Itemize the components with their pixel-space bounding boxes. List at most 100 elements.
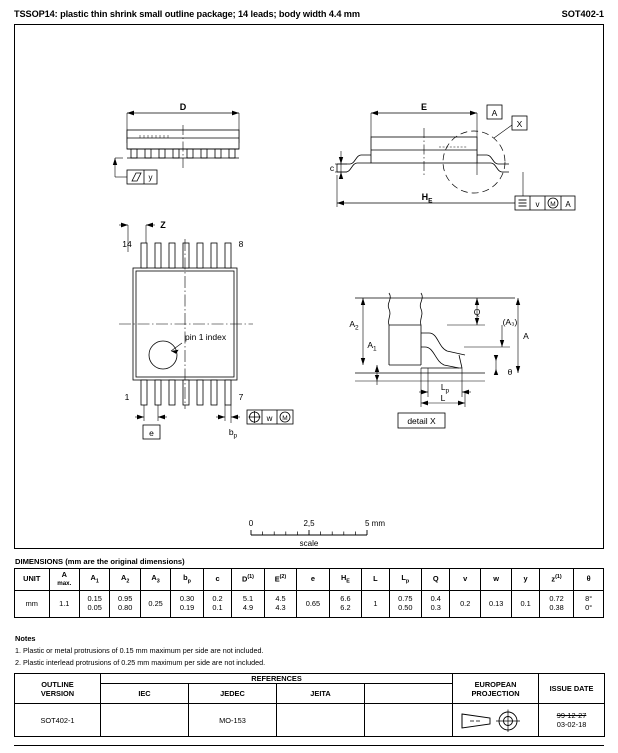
pin-1-index-circle	[148, 340, 178, 370]
gdt-symmetry-tolerance: v	[536, 200, 540, 209]
mmc-symbol: M	[550, 201, 555, 208]
cell-e: 0.65	[296, 590, 330, 618]
col-header-w: w	[479, 568, 513, 591]
scale-bar: 0 2,5 5 mm scale	[249, 519, 386, 548]
col-header-D: D(1)	[231, 568, 265, 591]
svg-text:M: M	[282, 415, 287, 422]
footer-value-issue-date: 99-12-27 03-02-18	[538, 703, 606, 737]
dimensions-caption: DIMENSIONS (mm are the original dimensio…	[15, 557, 185, 566]
note-item-1: 1. Plastic or metal protrusions of 0.15 …	[15, 646, 264, 655]
col-header-v: v	[449, 568, 481, 591]
footer-header-outline-version: OUTLINE VERSION	[14, 673, 101, 704]
col-header-L: L	[361, 568, 390, 591]
scale-tick-0: 0	[249, 519, 254, 528]
footer-header-issue-date: ISSUE DATE	[538, 673, 606, 704]
dim-label-A2: A	[349, 319, 355, 329]
cell-v: 0.2	[449, 590, 481, 618]
cell-y: 0.1	[511, 590, 540, 618]
gdt-position-callout: w M	[246, 409, 294, 425]
dim-box-e: e	[142, 424, 161, 440]
svg-text:Lp: Lp	[441, 382, 450, 395]
gdt-parallelism-callout: y	[126, 169, 158, 185]
dim-label-L: L	[441, 393, 446, 403]
cell-A3: 0.25	[139, 590, 172, 618]
dim-label-HE: H	[422, 192, 429, 202]
svg-text:X: X	[517, 119, 523, 129]
issue-date-current: 03-02-18	[556, 720, 587, 729]
cell-theta: 8°0°	[573, 590, 604, 618]
datum-A-top: A	[486, 104, 503, 120]
gdt-position-tolerance: w	[266, 414, 273, 423]
notes-title: Notes	[15, 634, 36, 643]
svg-text:bp: bp	[229, 427, 238, 440]
svg-text:detail X: detail X	[407, 416, 436, 426]
dim-label-A3: (A₃)	[503, 317, 518, 327]
pin-number-1: 1	[125, 392, 130, 402]
svg-text:HE: HE	[422, 192, 434, 205]
footer-header-jeita: JEITA	[276, 683, 365, 704]
footer-value-jeita	[276, 703, 365, 737]
dim-label-D: D	[180, 102, 187, 112]
notes-section: Notes 1. Plastic or metal protrusions of…	[15, 634, 605, 669]
col-header-E: E(2)	[263, 568, 298, 591]
dim-label-Z: Z	[160, 220, 166, 230]
col-header-A3: A3	[139, 568, 172, 591]
dim-label-Q: Q	[474, 307, 481, 317]
col-header-A1: A1	[78, 568, 111, 591]
dim-label-Lp: L	[441, 382, 446, 392]
col-header-bp: bp	[170, 568, 204, 591]
col-header-theta: θ	[573, 568, 604, 591]
dim-label-c: c	[330, 163, 335, 173]
pin-number-14: 14	[122, 239, 132, 249]
cell-w: 0.13	[479, 590, 513, 618]
page-bottom-rule	[14, 745, 604, 746]
svg-text:A2: A2	[349, 319, 359, 332]
footer-header-european-projection: EUROPEAN PROJECTION	[452, 673, 540, 704]
package-drawing: D	[112, 102, 576, 548]
package-drawing-frame: D	[14, 24, 604, 549]
footer-value-iec	[100, 703, 189, 737]
col-header-z: z(1)	[538, 568, 575, 591]
footer-header-references: REFERENCES	[99, 673, 454, 684]
footer-header-jedec: JEDEC	[188, 683, 277, 704]
top-view-leads-lower	[140, 379, 232, 406]
dim-label-bp: b	[229, 427, 234, 437]
footer-value-outline-version: SOT402-1	[14, 703, 101, 737]
dim-label-A: A	[523, 331, 529, 341]
col-header-HE: HE	[328, 568, 363, 591]
gdt-parallelism-tolerance: y	[149, 173, 153, 182]
detail-x-caption: detail X	[397, 412, 446, 429]
cell-unit: mm	[14, 590, 50, 618]
col-header-c: c	[202, 568, 233, 591]
svg-text:A: A	[492, 108, 498, 118]
pin-number-7: 7	[239, 392, 244, 402]
svg-text:e: e	[149, 428, 154, 438]
scale-label: scale	[300, 539, 319, 548]
dim-label-E: E	[421, 102, 427, 112]
gdt-symmetry-callout: v M A	[514, 195, 576, 211]
note-item-2: 2. Plastic interlead protrusions of 0.25…	[15, 657, 266, 667]
col-header-e: e	[296, 568, 330, 591]
col-header-Q: Q	[421, 568, 451, 591]
issue-date-superseded: 99-12-27	[556, 711, 587, 720]
footer-value-jedec: MO-153	[188, 703, 277, 737]
footer-value-extra	[363, 703, 454, 737]
col-header-A2: A2	[109, 568, 141, 591]
dim-label-A1: A	[367, 340, 373, 350]
pin-number-8: 8	[239, 239, 244, 249]
cell-L: 1	[361, 590, 390, 618]
european-projection-symbol	[452, 703, 540, 737]
